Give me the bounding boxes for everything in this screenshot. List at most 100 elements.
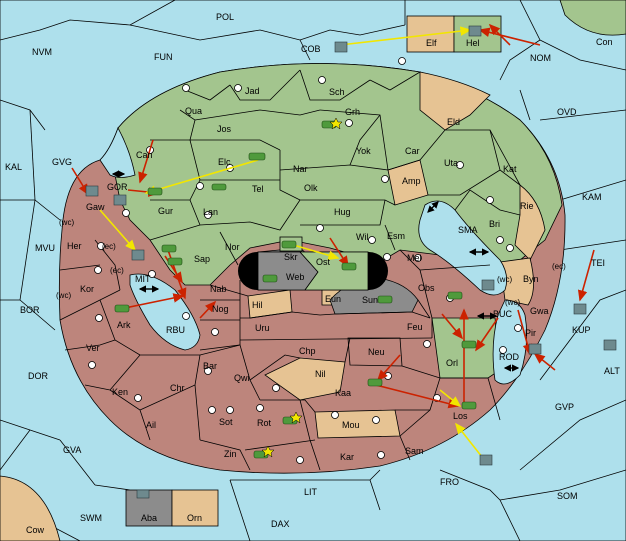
sea-sma[interactable] (418, 200, 508, 296)
province-orn[interactable] (171, 489, 219, 527)
label-esm: Esm (387, 231, 405, 241)
coast-tag-wc-byn: (wc) (497, 275, 512, 284)
fleet-unit[interactable] (131, 249, 145, 261)
sea-label-nom: NOM (530, 53, 551, 63)
fleet-unit[interactable] (479, 454, 493, 466)
sea-label-tei: TEI (591, 258, 605, 268)
label-tel: Tel (252, 184, 264, 194)
star-marker[interactable] (329, 117, 343, 130)
province-nil[interactable] (264, 357, 346, 401)
sea-label-ovd: OVD (557, 107, 577, 117)
army-unit[interactable] (447, 291, 463, 300)
label-nog: Nog (212, 304, 229, 314)
fleet-unit[interactable] (528, 343, 542, 355)
units[interactable] (85, 25, 617, 499)
label-amp: Amp (402, 176, 421, 186)
label-hel: Hel (466, 38, 480, 48)
coast-tag-wc-gwa: (wc) (505, 298, 520, 307)
label-lan: Lan (203, 207, 218, 217)
army-unit[interactable] (262, 274, 278, 283)
coast-tag-ec-her: (ec) (110, 266, 124, 275)
label-kor: Kor (80, 284, 94, 294)
star-marker[interactable] (289, 411, 303, 424)
fleet-unit[interactable] (85, 185, 99, 197)
sea-label-gor: GOR (107, 182, 128, 192)
army-unit[interactable] (161, 244, 177, 253)
army-unit[interactable] (281, 240, 297, 249)
fleet-unit[interactable] (136, 489, 150, 499)
sea-label-sma: SMA (458, 225, 478, 235)
label-hil: Hil (252, 300, 263, 310)
army-unit[interactable] (167, 257, 183, 266)
label-ark: Ark (117, 320, 131, 330)
support-orders (99, 26, 487, 463)
fleet-unit[interactable] (603, 339, 617, 351)
label-grh: Grh (345, 107, 360, 117)
sea-label-fro: FRO (440, 477, 459, 487)
army-unit[interactable] (461, 340, 477, 349)
star-marker[interactable] (261, 445, 275, 458)
label-aba: Aba (141, 513, 157, 523)
province-byn[interactable] (499, 257, 534, 306)
fleet-unit[interactable] (468, 25, 482, 37)
label-bar: Bar (203, 361, 217, 371)
label-sam: Sam (405, 446, 424, 456)
label-eun: Eun (325, 294, 341, 304)
sea-label-alt: ALT (604, 366, 620, 376)
label-her: Her (67, 241, 82, 251)
label-sun: Sun (362, 295, 378, 305)
sea-label-buc: BUC (493, 309, 513, 319)
sea-label-dor: DOR (28, 371, 49, 381)
label-sap: Sap (194, 254, 210, 264)
sea-mit[interactable] (129, 273, 201, 351)
coast-tag-wc-gaw: (wc) (59, 218, 74, 227)
label-nor: Nor (225, 242, 240, 252)
sea-label-cob: COB (301, 44, 321, 54)
label-nil: Nil (315, 369, 326, 379)
move-orders (71, 23, 595, 409)
sea-label-lit: LIT (304, 487, 318, 497)
sea-label-cow: Cow (26, 525, 45, 535)
army-unit[interactable] (114, 304, 130, 313)
label-uru: Uru (255, 323, 270, 333)
label-gaw: Gaw (86, 202, 105, 212)
label-pir: Pir (525, 328, 536, 338)
army-unit[interactable] (341, 262, 357, 271)
sea-label-nvm: NVM (32, 47, 52, 57)
fleet-unit[interactable] (481, 279, 495, 291)
fleet-unit[interactable] (334, 41, 348, 53)
army-unit[interactable] (211, 183, 227, 191)
sea-label-mit: MIT (135, 274, 151, 284)
coast-tag-ec-gaw: (ec) (102, 242, 116, 251)
label-yok: Yok (356, 146, 371, 156)
sea-label-gvp: GVP (555, 402, 574, 412)
sea-label-mvu: MVU (35, 243, 55, 253)
label-ver: Ver (86, 343, 100, 353)
army-unit[interactable] (248, 152, 266, 161)
label-ost: Ost (316, 257, 331, 267)
army-unit[interactable] (367, 378, 383, 387)
label-los: Los (453, 411, 468, 421)
army-unit[interactable] (377, 295, 393, 304)
army-unit[interactable] (147, 187, 163, 196)
fleet-unit[interactable] (113, 194, 127, 206)
label-skr: Skr (284, 252, 298, 262)
label-ail: Ail (146, 420, 156, 430)
sea-label-som: SOM (557, 491, 578, 501)
label-gur: Gur (158, 206, 173, 216)
label-byn: Byn (523, 274, 539, 284)
sea-label-kam: KAM (582, 192, 602, 202)
province-rie[interactable] (514, 184, 546, 261)
label-obs: Obs (418, 283, 435, 293)
fleet-unit[interactable] (573, 303, 587, 315)
sea-label-gva: GVA (63, 445, 81, 455)
label-nab: Nab (210, 284, 227, 294)
sea-rod[interactable] (492, 299, 528, 385)
label-web: Web (286, 272, 304, 282)
province-eld[interactable] (419, 71, 491, 131)
army-unit[interactable] (461, 401, 477, 410)
province-borders (59, 69, 521, 471)
label-orl: Orl (446, 358, 458, 368)
